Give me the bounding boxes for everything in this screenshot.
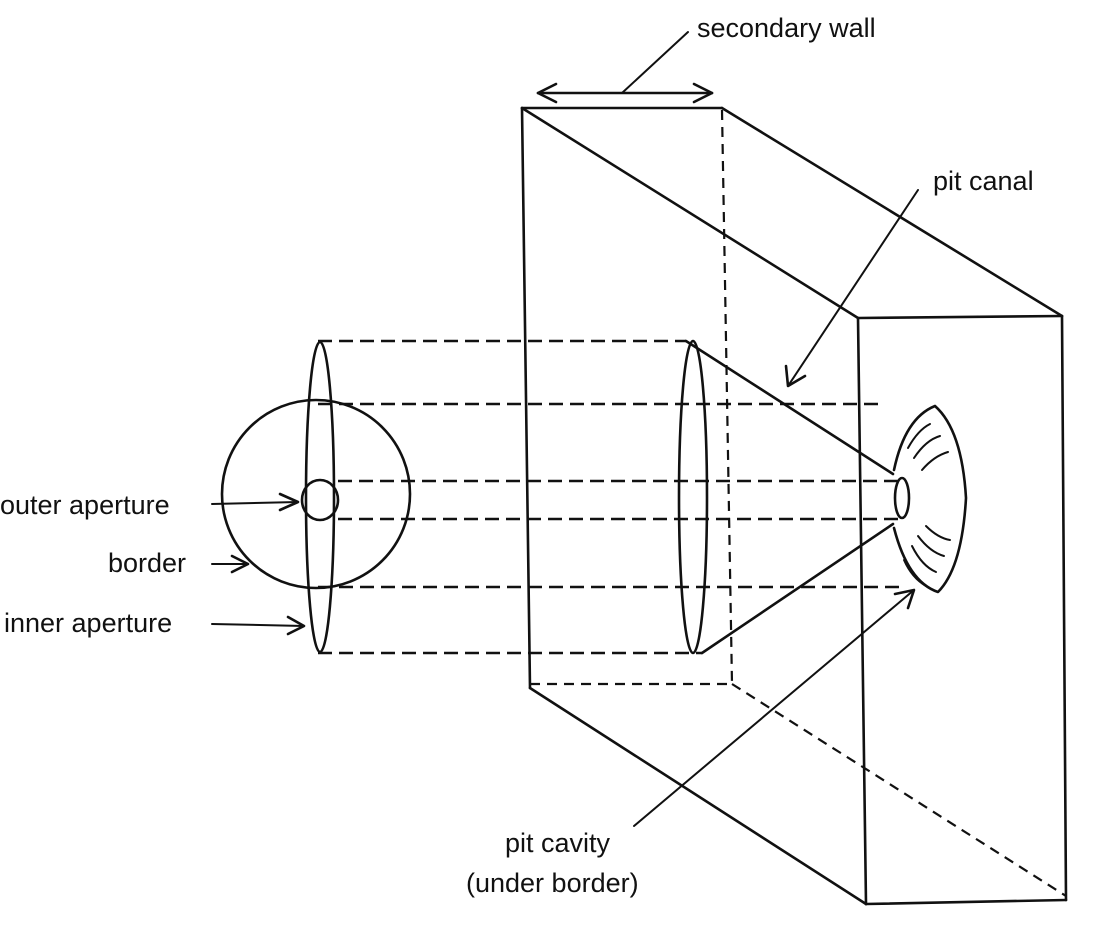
pit-cavity-arrowhead (893, 588, 916, 610)
pit-cone (677, 339, 911, 655)
wall-hidden-vertical-edge (720, 109, 734, 685)
wall-width-arrowhead-left (536, 82, 558, 104)
cavity-hatch-2 (913, 435, 941, 459)
pit-cavity-shape (892, 404, 968, 594)
outer-aperture-hole (300, 478, 340, 522)
cavity-hatch-1 (907, 423, 931, 449)
cone-lower-edge (700, 522, 895, 655)
cavity-hatch-3 (921, 451, 949, 471)
pit-cavity-leader (633, 589, 915, 827)
inner-aperture-arrowhead (286, 615, 306, 636)
cavity-hatch-7 (903, 559, 927, 587)
label-secondary-wall: secondary wall (697, 13, 876, 43)
pit-cavity-outline (892, 404, 968, 594)
label-outer-aperture: outer aperture (0, 490, 170, 520)
wall-front-left-edge (520, 106, 532, 690)
border-circle (220, 398, 412, 590)
inner-aperture-slit (304, 340, 336, 654)
wall-hidden-bottom-diagonal (731, 683, 1067, 897)
leader-arrows (211, 189, 919, 827)
wall-right-right-edge (1060, 314, 1068, 902)
cone-tip-aperture (893, 476, 911, 520)
label-border: border (108, 548, 186, 578)
cavity-hatch-6 (925, 525, 951, 541)
projection-lines (318, 339, 904, 655)
wall-top-diagonal-right (720, 106, 1064, 318)
cavity-hatch-5 (917, 535, 945, 557)
border-arrowhead (230, 554, 250, 574)
secondary-wall-block (520, 106, 1068, 906)
label-pit-cavity-line1: pit cavity (505, 828, 611, 858)
wall-right-bottom-edge (864, 898, 1068, 906)
wall-width-arrowhead-right (692, 82, 714, 104)
label-pit-cavity-line2: (under border) (466, 868, 639, 898)
label-inner-aperture: inner aperture (4, 608, 172, 638)
pit-canal-leader (787, 189, 919, 387)
outer-aperture-leader (211, 501, 299, 505)
wall-right-left-edge (856, 316, 868, 906)
label-pit-canal: pit canal (933, 166, 1034, 196)
secondary-wall-leader (621, 31, 689, 94)
outer-aperture-arrowhead (278, 492, 300, 512)
inner-aperture-leader (211, 623, 305, 627)
face-view (220, 340, 412, 654)
wall-top-diagonal-left (520, 106, 860, 320)
cone-base-ellipse (677, 339, 709, 655)
pit-canal-arrowhead (784, 364, 807, 388)
cone-upper-edge (684, 339, 895, 476)
wall-right-top-edge (856, 314, 1064, 320)
cavity-hatch-4 (911, 545, 937, 573)
wall-bottom-diagonal (528, 686, 868, 906)
labels: secondary wall pit canal outer aperture … (0, 13, 1034, 898)
secondary-wall-arrow (536, 31, 714, 104)
